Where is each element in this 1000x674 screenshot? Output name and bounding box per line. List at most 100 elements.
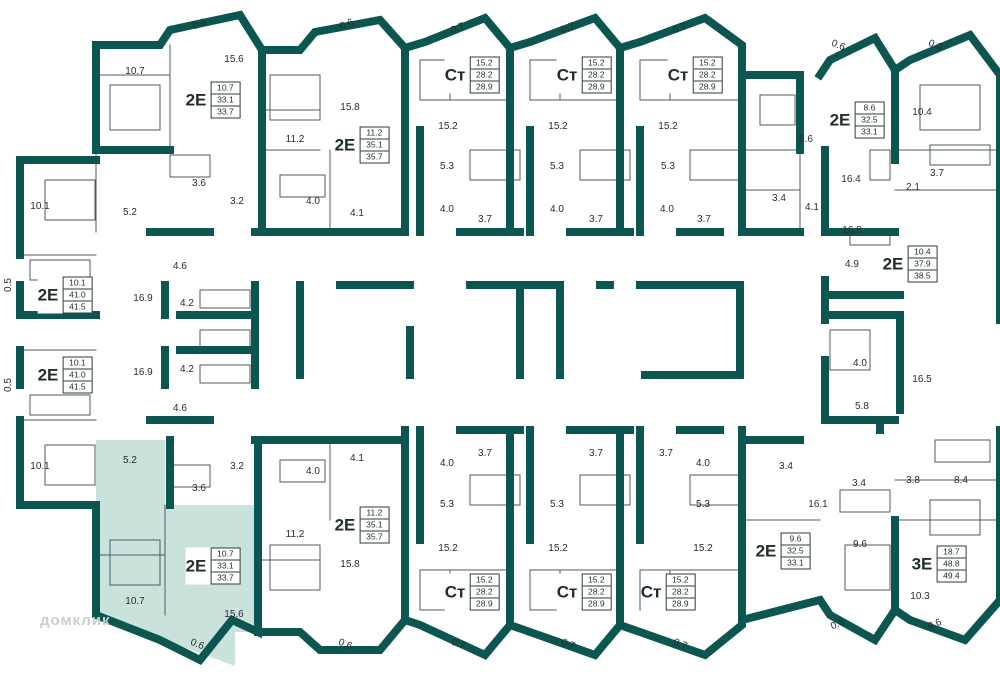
wall-segment bbox=[889, 426, 1000, 645]
fixture bbox=[759, 94, 796, 126]
fixture bbox=[29, 394, 91, 416]
room-area-label: 4.0 bbox=[660, 204, 674, 215]
fixture bbox=[844, 544, 891, 591]
room-area-label: 15.6 bbox=[224, 609, 244, 620]
room-area-label: 3.7 bbox=[589, 448, 603, 459]
apartment-type: 2E bbox=[334, 515, 356, 534]
fixture bbox=[279, 459, 326, 483]
room-area-label: 16.8 bbox=[842, 225, 862, 236]
apartment-type: Ст bbox=[444, 582, 466, 601]
fixture bbox=[839, 489, 891, 513]
watermark-text: домклик bbox=[40, 612, 111, 629]
room-area-label: 4.2 bbox=[180, 364, 194, 375]
apartment-type: Ст bbox=[444, 65, 466, 84]
room-area-label: 5.3 bbox=[440, 161, 454, 172]
room-area-label: 2.1 bbox=[906, 182, 920, 193]
room-area-label: 4.6 bbox=[173, 261, 187, 272]
room-area-label: 4.0 bbox=[306, 466, 320, 477]
room-area-label: 15.2 bbox=[438, 121, 458, 132]
room-area-label: 15.2 bbox=[548, 121, 568, 132]
room-area-label: 4.0 bbox=[440, 458, 454, 469]
apartment-type: 2E bbox=[755, 541, 777, 560]
room-area-label: 3.4 bbox=[779, 461, 793, 472]
fixture bbox=[529, 569, 561, 611]
fixture bbox=[469, 474, 521, 506]
room-area-label: 15.2 bbox=[548, 543, 568, 554]
highlighted-apartment[interactable] bbox=[96, 440, 258, 666]
wall-segment bbox=[636, 281, 744, 379]
room-area-label: 4.0 bbox=[550, 204, 564, 215]
room-area-label: 5.8 bbox=[855, 401, 869, 412]
fixture bbox=[269, 74, 321, 121]
room-area-label: 10.4 bbox=[912, 107, 932, 118]
fixture bbox=[169, 154, 211, 178]
room-area-label: 15.8 bbox=[340, 102, 360, 113]
room-area-label: 5.3 bbox=[696, 499, 710, 510]
room-area-label: 3.7 bbox=[478, 214, 492, 225]
room-area-label: 5.2 bbox=[123, 455, 137, 466]
wall-segment bbox=[821, 311, 904, 414]
wall-segment bbox=[894, 149, 1000, 191]
apartment-type: 3E bbox=[911, 554, 933, 573]
fixture bbox=[919, 84, 981, 131]
wall-segment bbox=[261, 109, 331, 233]
apartment-type: 2E bbox=[829, 110, 851, 129]
room-area-label: 5.3 bbox=[440, 499, 454, 510]
room-area-label: 0.5 bbox=[3, 378, 14, 392]
apartment-type: Ст bbox=[556, 65, 578, 84]
room-area-label: 8.4 bbox=[954, 475, 968, 486]
room-area-label: 3.8 bbox=[906, 475, 920, 486]
room-area-label: 5.2 bbox=[123, 207, 137, 218]
room-area-label: 16.4 bbox=[841, 174, 861, 185]
room-area-label: 16.1 bbox=[808, 499, 828, 510]
room-area-label: 15.6 bbox=[224, 54, 244, 65]
room-area-label: 10.1 bbox=[30, 461, 50, 472]
wall-segment bbox=[16, 281, 100, 319]
fixture bbox=[269, 544, 321, 591]
wall-segment bbox=[504, 426, 624, 660]
fixture bbox=[829, 329, 871, 371]
fixture bbox=[44, 179, 96, 221]
room-area-label: 3.6 bbox=[192, 483, 206, 494]
room-area-label: 15.2 bbox=[693, 543, 713, 554]
room-area-label: 15.8 bbox=[340, 559, 360, 570]
wall-segment bbox=[95, 439, 331, 616]
wall-segment bbox=[821, 356, 899, 424]
room-area-label: 15.2 bbox=[438, 543, 458, 554]
walls-layer bbox=[16, 10, 1000, 666]
room-area-label: 3.6 bbox=[192, 178, 206, 189]
fixture bbox=[199, 364, 251, 384]
room-area-label: 10.1 bbox=[30, 201, 50, 212]
fixture bbox=[109, 84, 161, 131]
room-area-label: 4.0 bbox=[440, 204, 454, 215]
fixture bbox=[279, 174, 326, 198]
room-area-label: 15.2 bbox=[658, 121, 678, 132]
